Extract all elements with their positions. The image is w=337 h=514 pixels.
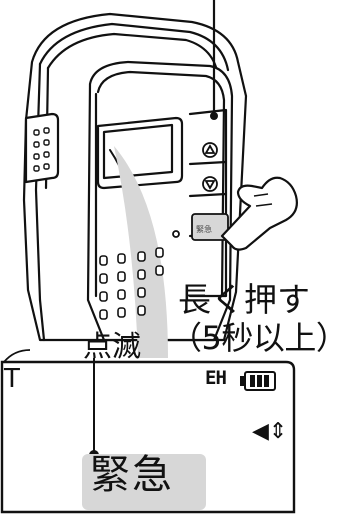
volume-icon: ◀⇕ xyxy=(252,419,288,444)
emergency-highlight xyxy=(82,454,206,510)
pressing-hand xyxy=(220,176,298,251)
long-press-label: 長く押す xyxy=(178,280,310,319)
emergency-button-label: 緊急 xyxy=(196,224,212,234)
keypad xyxy=(99,247,164,320)
emergency-button-shape xyxy=(191,213,229,241)
duration-label: （5秒以上） xyxy=(170,319,337,357)
emergency-display-text: 緊急 xyxy=(90,452,174,498)
lcd-frame xyxy=(0,360,296,514)
battery-icon xyxy=(240,371,276,391)
antenna-icon: 𝖳 xyxy=(4,364,20,394)
side-grille xyxy=(24,112,60,184)
mode-indicator: EH xyxy=(205,367,227,389)
blink-label: 点滅 xyxy=(83,329,142,363)
